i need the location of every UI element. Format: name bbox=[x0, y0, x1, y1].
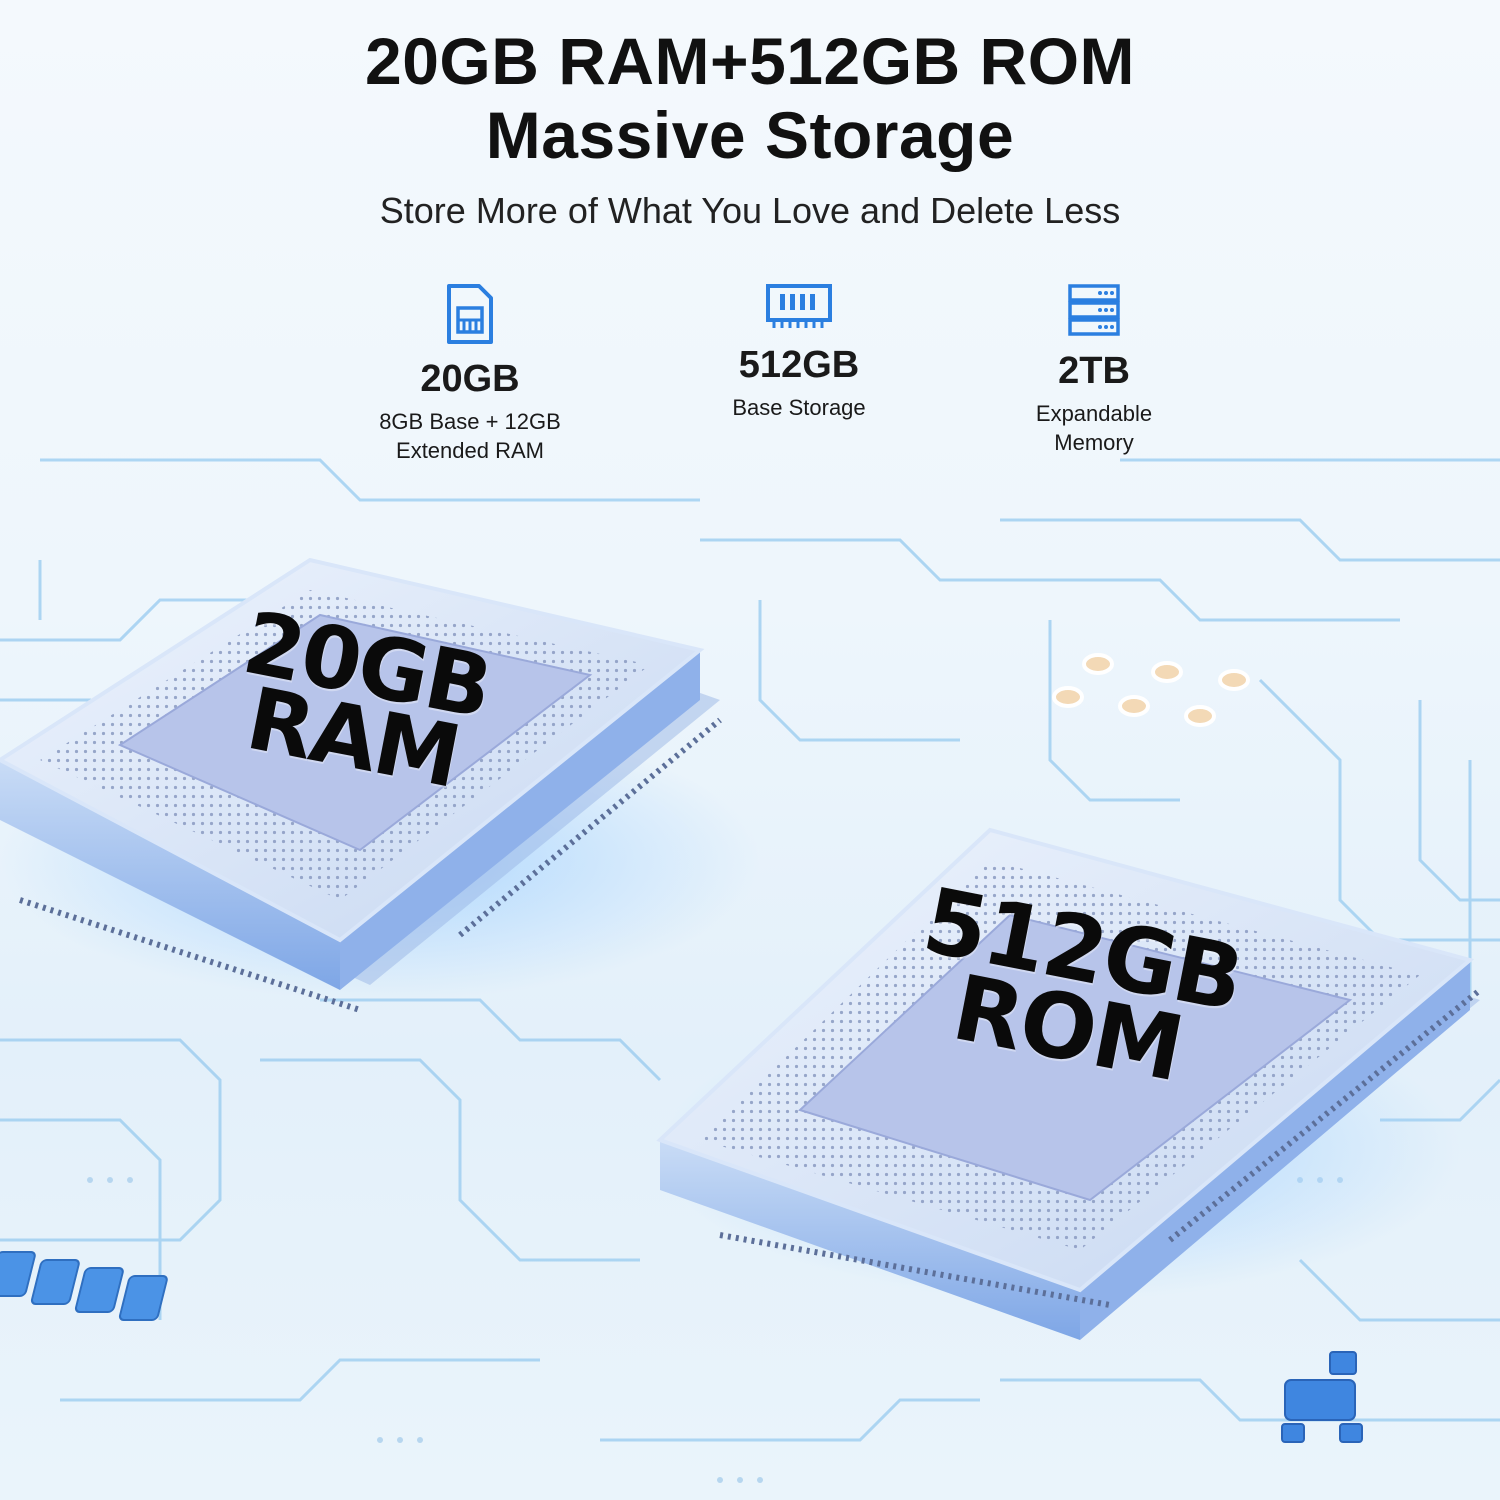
memory-module-icon bbox=[766, 284, 832, 328]
feature-description: 8GB Base + 12GB Extended RAM bbox=[379, 409, 561, 463]
feature-expandable-memory: 2TB Expandable Memory bbox=[944, 282, 1244, 457]
feature-rom: 512GB Base Storage bbox=[649, 282, 949, 422]
board-dots bbox=[87, 1177, 1343, 1483]
circuit-traces bbox=[0, 458, 1500, 1442]
sim-card-icon bbox=[447, 284, 493, 344]
title-line-1: 20GB RAM+512GB ROM bbox=[364, 24, 1136, 98]
feature-value: 20GB bbox=[420, 358, 520, 400]
rom-chip bbox=[656, 827, 1482, 1340]
feature-value: 512GB bbox=[738, 344, 860, 386]
server-storage-icon bbox=[1068, 284, 1120, 336]
ram-chip bbox=[0, 557, 722, 1013]
feature-value: 2TB bbox=[1058, 350, 1130, 392]
feature-description: Base Storage bbox=[732, 395, 866, 420]
feature-description: Expandable Memory bbox=[1035, 401, 1153, 455]
title-line-2: Massive Storage bbox=[485, 98, 1015, 172]
feature-ram: 20GB 8GB Base + 12GB Extended RAM bbox=[320, 282, 620, 465]
transistor bbox=[1281, 1351, 1363, 1443]
page-title: 20GB RAM+512GB ROM Massive Storage bbox=[0, 24, 1500, 172]
smd-pads bbox=[1052, 653, 1250, 727]
blue-resistors bbox=[0, 1251, 168, 1321]
subtitle: Store More of What You Love and Delete L… bbox=[379, 190, 1121, 231]
